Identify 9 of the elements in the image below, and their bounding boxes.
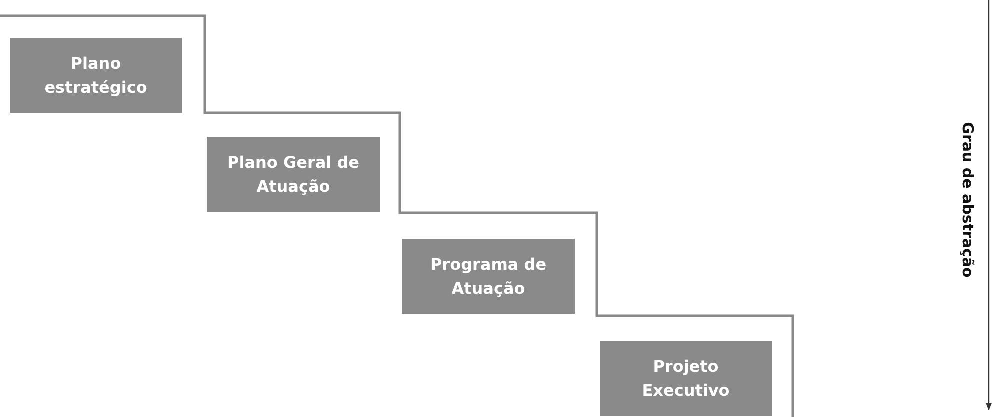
box-label: Projeto Executivo (641, 356, 731, 402)
process-box (10, 38, 182, 113)
process-box (207, 137, 380, 212)
axis-label: Grau de abstração (958, 122, 977, 278)
box-label: Programa de Atuação (429, 254, 548, 300)
process-box (402, 239, 575, 314)
box-label: Plano Geral de Atuação (226, 152, 360, 198)
box-label: Plano estratégico (44, 52, 148, 98)
process-box (600, 341, 772, 416)
